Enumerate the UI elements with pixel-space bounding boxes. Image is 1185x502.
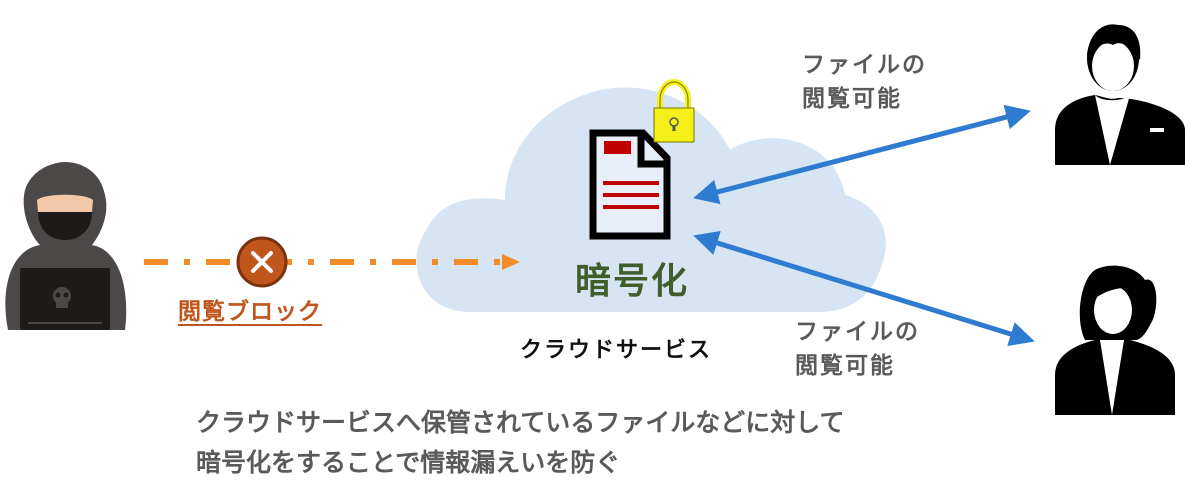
caption-line1: クラウドサービスへ保管されているファイルなどに対して [196, 408, 845, 437]
user1-access-label-line1: ファイルの [802, 52, 927, 78]
businessman-icon [1055, 24, 1185, 165]
user1-access-label: ファイルの 閲覧可能 [802, 48, 927, 116]
businesswoman-icon [1055, 265, 1175, 415]
encryption-label: 暗号化 [575, 261, 690, 302]
user1-access-arrow [693, 104, 1031, 205]
hacker-icon [5, 162, 127, 330]
blocked-access-arrow [144, 254, 520, 270]
user2-access-label: ファイルの 閲覧可能 [795, 315, 920, 383]
skull-icon [53, 287, 71, 308]
user2-access-label-line1: ファイルの [795, 319, 920, 345]
view-blocked-label: 閲覧ブロック [178, 299, 322, 325]
user2-access-arrow [693, 230, 1035, 347]
caption: クラウドサービスへ保管されているファイルなどに対して 暗号化をすることで情報漏え… [196, 403, 845, 483]
x-circle-icon [236, 236, 288, 288]
caption-line2: 暗号化をすることで情報漏えいを防ぐ [196, 448, 621, 477]
user2-access-label-line2: 閲覧可能 [795, 353, 895, 379]
document-icon [589, 129, 671, 240]
cloud-service-label: クラウドサービス [520, 338, 713, 363]
user1-access-label-line2: 閲覧可能 [802, 86, 902, 112]
padlock-icon [653, 78, 695, 143]
